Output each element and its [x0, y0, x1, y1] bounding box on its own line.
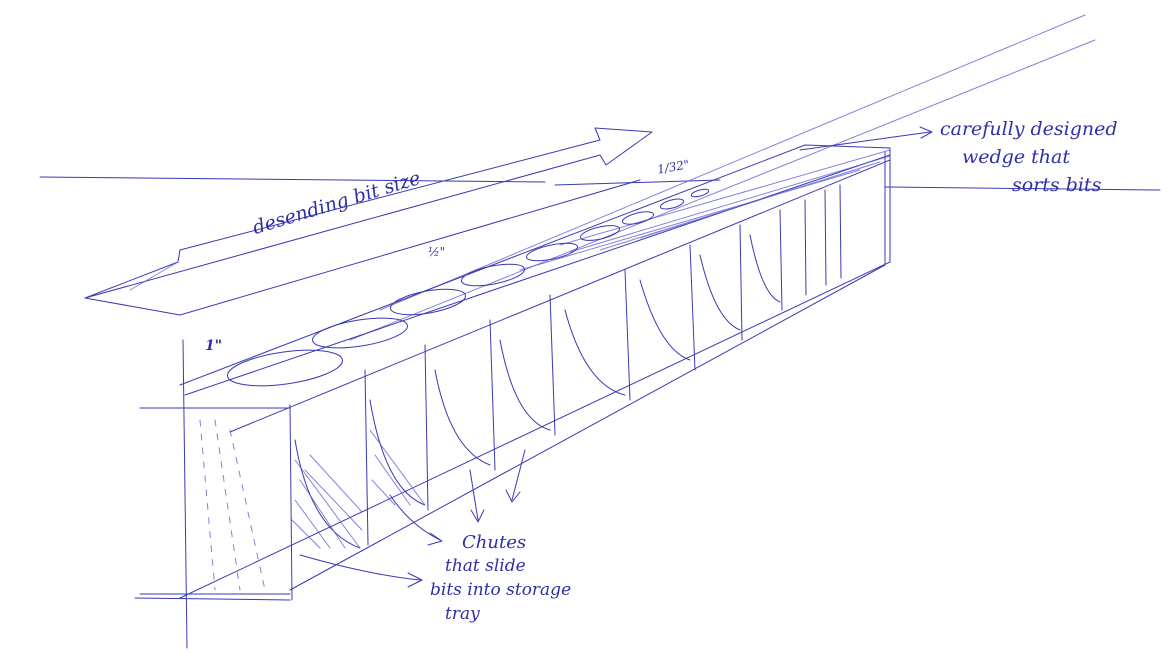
chutes-label-line-2: that slide	[445, 556, 526, 576]
size-mid-label: ½"	[428, 245, 445, 259]
wedge-label-line-1: carefully designed	[940, 118, 1118, 140]
size-large-label: 1"	[205, 338, 222, 354]
descending-size-arrow	[85, 128, 652, 315]
wedge-label-line-3: sorts bits	[1012, 174, 1101, 196]
perspective-line-2	[350, 40, 1095, 340]
chutes-label-line-3: bits into storage	[430, 580, 571, 600]
chutes-label-line-4: tray	[445, 604, 480, 624]
wedge-label-line-2: wedge that	[962, 146, 1070, 168]
chutes-label-line-1: Chutes	[462, 532, 526, 553]
horizon-line-left	[40, 177, 545, 182]
